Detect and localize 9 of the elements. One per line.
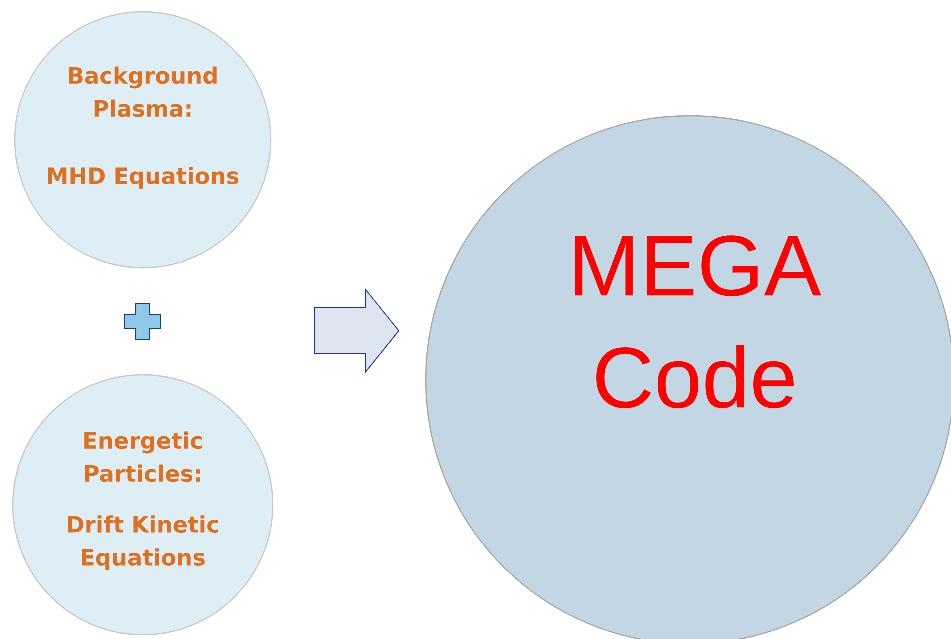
node-label: Drift Kinetic Equations (68, 516, 218, 570)
node-label: Energetic Particles: (84, 432, 202, 482)
circle-node (14, 11, 272, 269)
node-label: MHD Equations (48, 167, 239, 189)
block-arrow (314, 288, 400, 374)
node-label: Background Plasma: (69, 66, 217, 118)
circle-node (12, 374, 274, 636)
big-circle (425, 115, 951, 639)
node-label: MEGA Code (575, 236, 822, 408)
